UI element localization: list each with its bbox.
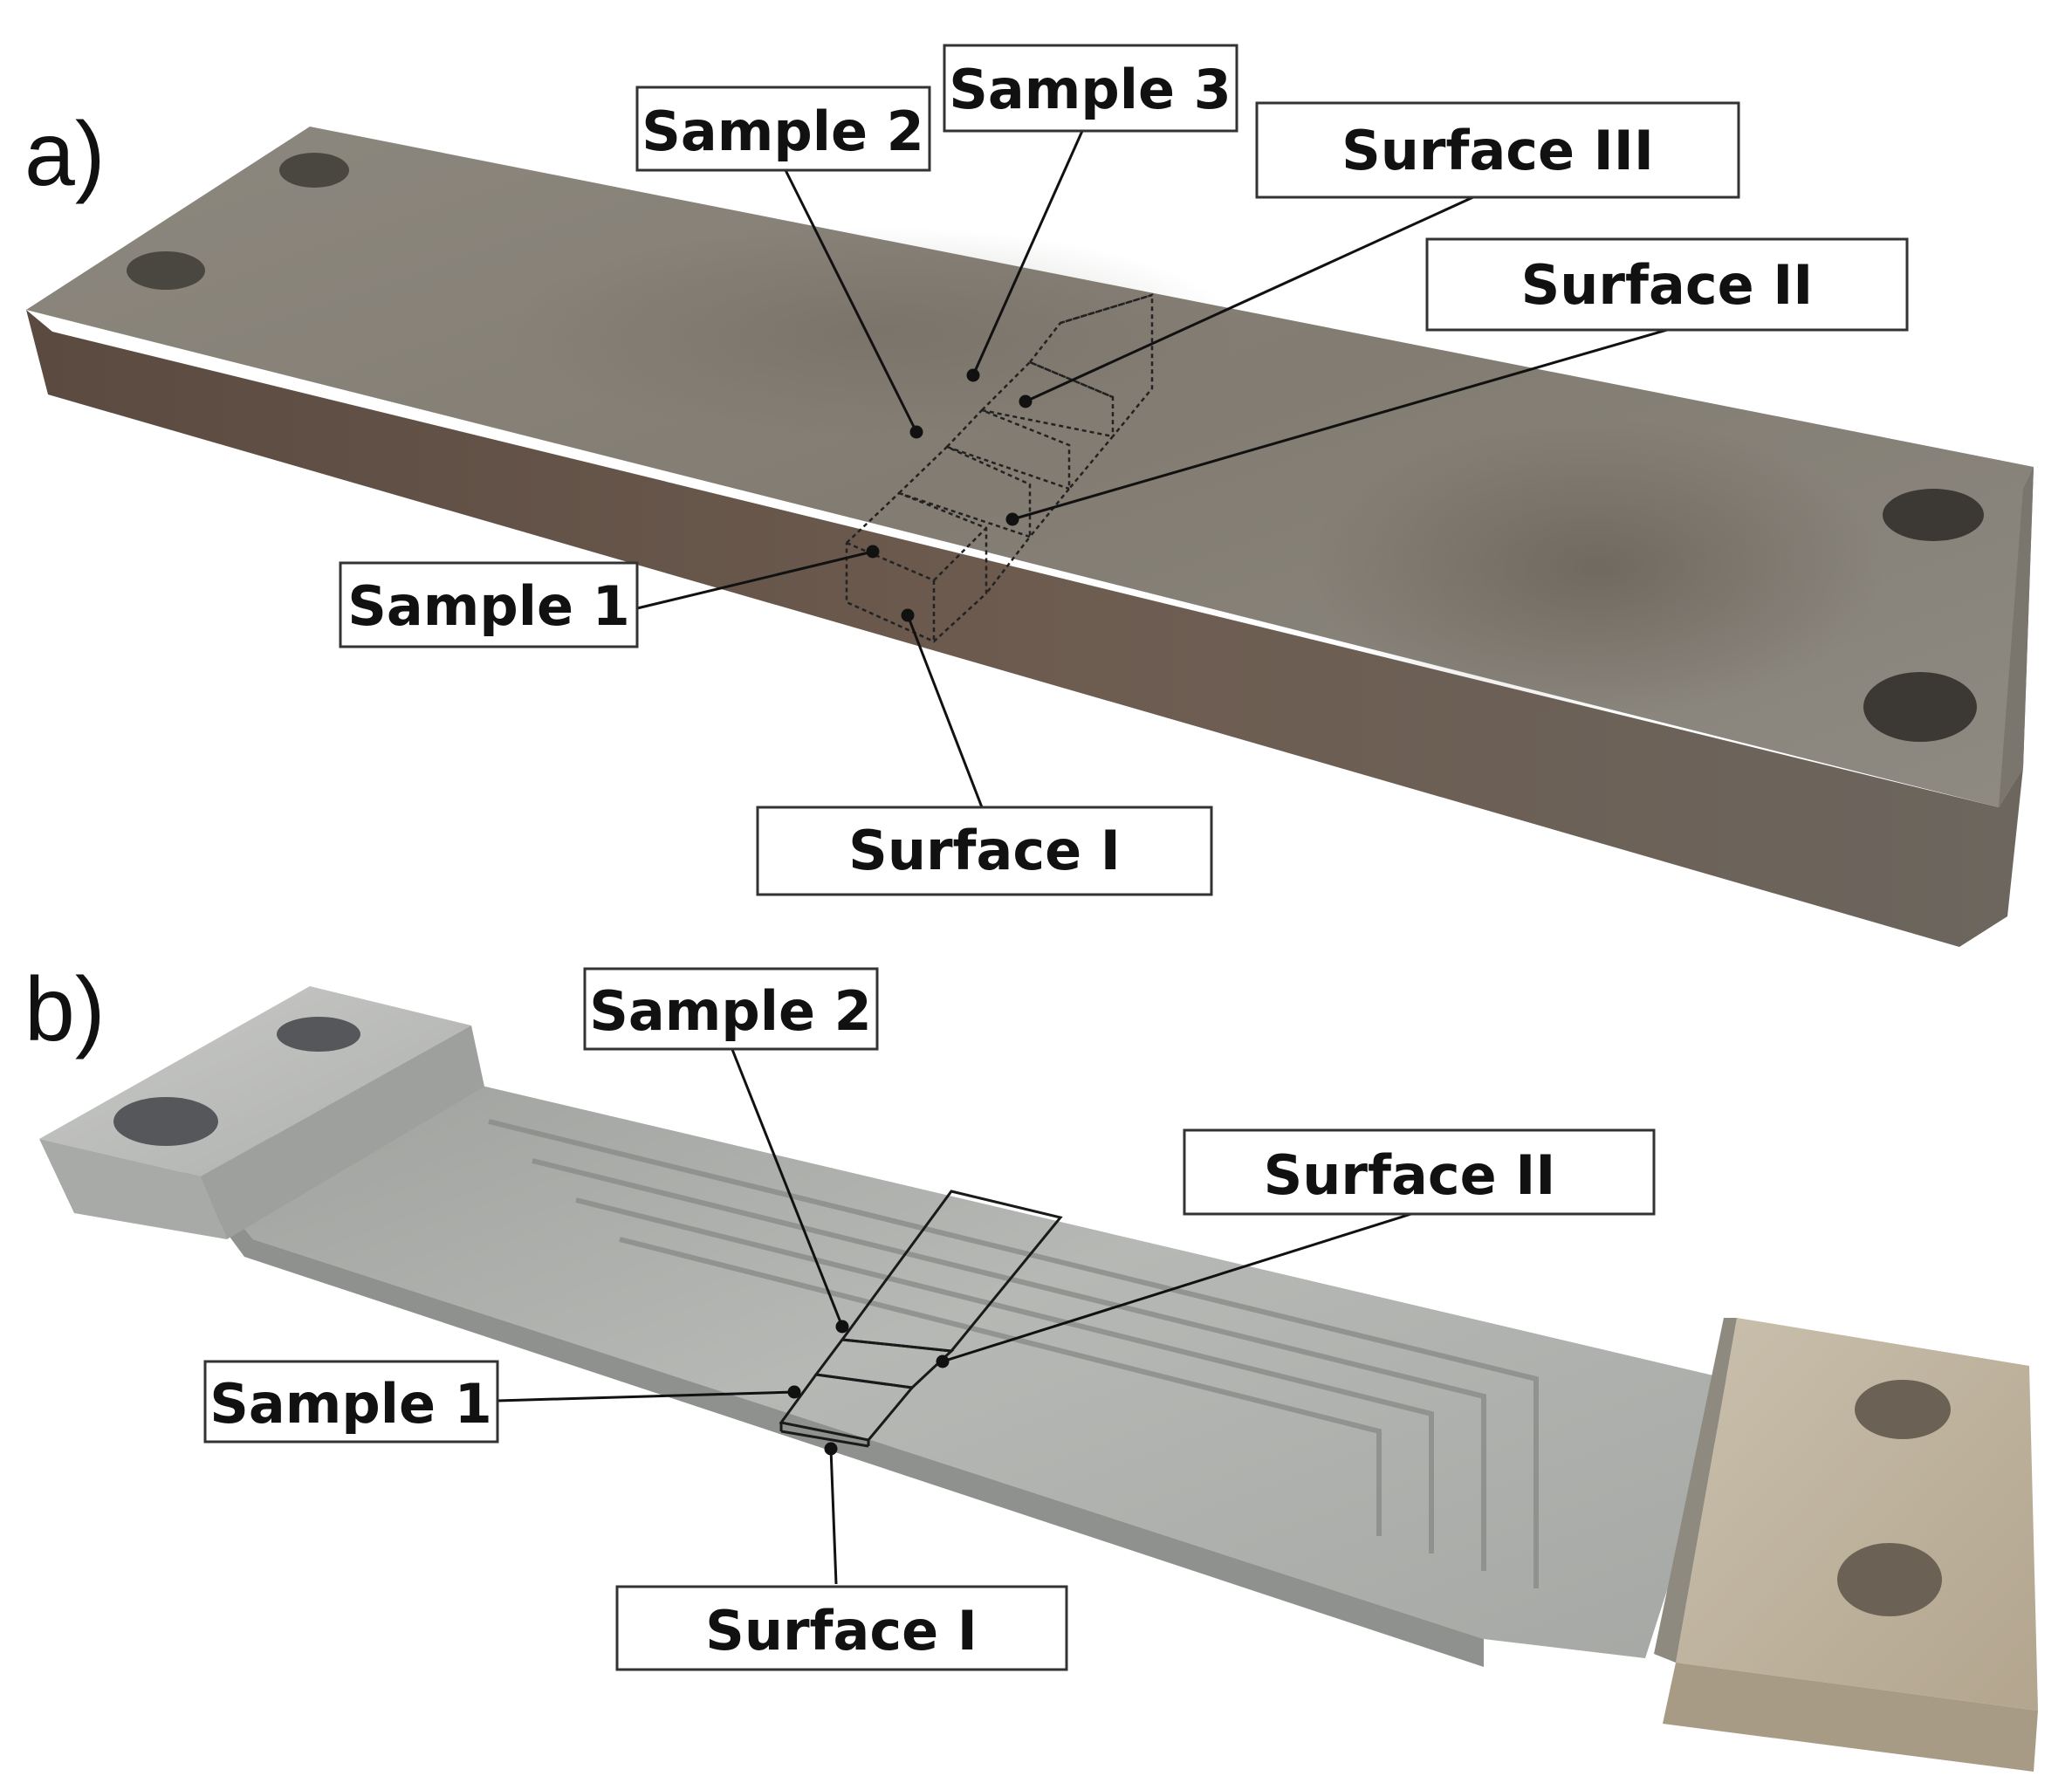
panel-a-callout-sample-2: Sample 2 [635,86,931,172]
svg-text:Sample 1: Sample 1 [347,574,630,638]
svg-text:Surface II: Surface II [1521,253,1814,317]
panel-b: b) Sample 2 Surface II Sample 1 Surface … [24,959,2038,1772]
leader-surface-3 [1019,195,1476,408]
panel-a-hole [1883,489,1984,541]
panel-a-leader-lines [636,130,1668,808]
svg-text:Sample 3: Sample 3 [949,58,1232,121]
panel-a-hole [127,251,205,290]
panel-a-callout-surface-3: Surface III [1255,101,1740,199]
panel-b-hole [1855,1380,1951,1439]
svg-text:Surface I: Surface I [705,1599,978,1663]
panel-b-right-block-front [1663,1663,2038,1772]
panel-b-right-block-top [1676,1318,2038,1711]
panel-b-left-block-front [39,1139,227,1239]
panel-b-callout-sample-1: Sample 1 [203,1360,499,1444]
svg-text:Surface III: Surface III [1341,119,1654,182]
leader-b-sample-2 [730,1046,849,1334]
leader-sample-2 [784,169,923,439]
panel-a-plate-front [26,310,2023,947]
panel-a-callout-surface-2: Surface II [1425,237,1909,332]
panel-b-plate [188,1082,1728,1658]
panel-a-callout-sample-3: Sample 3 [943,44,1238,133]
panel-a-surface-stain [506,227,1239,436]
panel-b-left-block-side [201,1025,484,1239]
panel-b-callout-sample-2: Sample 2 [583,967,879,1051]
panel-a-callout-surface-1: Surface I [756,806,1213,896]
panel-a: a) Sample 2 Sample 3 Surface III Surface… [24,44,2034,947]
panel-b-machining-steps [488,1119,1539,1588]
panel-b-right-block-side [1654,1318,1737,1663]
svg-text:Sample 2: Sample 2 [589,979,872,1043]
panel-a-surface-stain [1309,419,1885,716]
leader-b-surface-1 [824,1442,838,1585]
panel-a-hole [279,153,349,188]
svg-text:Surface I: Surface I [848,819,1121,882]
panel-a-letter: a) [24,104,105,205]
panel-a-plate-end [1999,467,2034,807]
leader-surface-2 [1005,328,1668,526]
panel-b-letter: b) [24,959,105,1060]
svg-text:Sample 2: Sample 2 [641,99,924,163]
leader-b-surface-2 [936,1211,1415,1368]
svg-text:Surface II: Surface II [1264,1143,1556,1207]
panel-a-hole [1863,672,1977,742]
panel-b-callout-surface-1: Surface I [615,1585,1068,1671]
leader-sample-1 [636,545,880,610]
panel-b-hole [277,1017,360,1052]
panel-b-hole [113,1097,218,1146]
leader-b-sample-1 [497,1385,801,1403]
panel-b-plate-edge [183,1161,1484,1667]
leader-sample-3 [966,130,1084,382]
panel-b-callout-surface-2: Surface II [1183,1128,1656,1216]
panel-b-hole [1837,1543,1942,1616]
panel-b-leader-lines [497,1046,1415,1585]
leader-surface-1 [901,608,984,808]
panel-a-callout-sample-1: Sample 1 [339,561,639,648]
panel-a-sample-wireframe [845,293,1154,643]
svg-text:Sample 1: Sample 1 [209,1372,492,1436]
panel-b-sample-wireframe [779,1190,1063,1448]
